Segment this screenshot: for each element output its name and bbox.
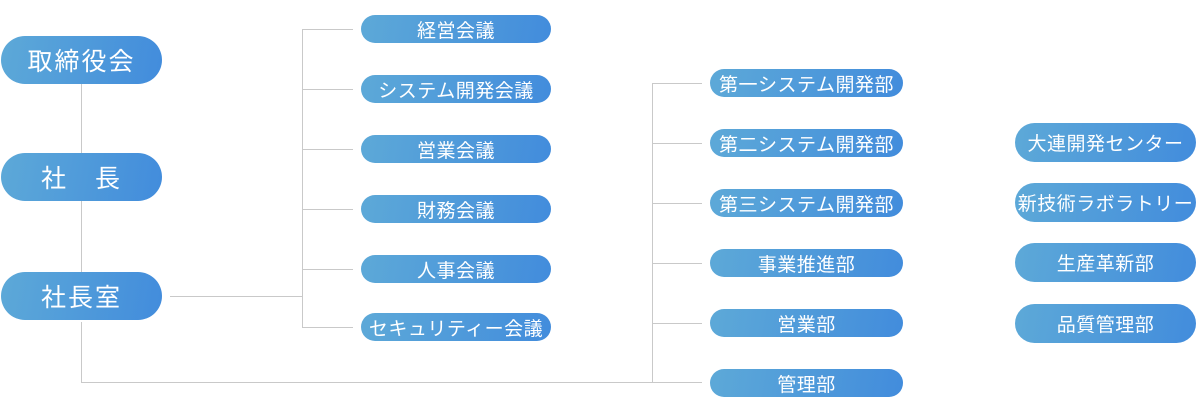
meeting-stub-1	[302, 29, 353, 30]
node-sales-meeting: 営業会議	[361, 135, 551, 163]
department-stub-4	[652, 263, 702, 264]
departments-spine	[652, 83, 653, 382]
node-hr-meeting: 人事会議	[361, 255, 551, 283]
node-system-dev-meeting: システム開発会議	[361, 75, 551, 103]
node-admin-dept: 管理部	[710, 369, 903, 397]
node-new-tech-laboratory: 新技術ラボラトリー	[1015, 183, 1196, 222]
node-management-meeting: 経営会議	[361, 15, 551, 43]
department-stub-5	[652, 323, 702, 324]
connector-board-to-president	[81, 84, 82, 153]
connector-office-drop	[81, 322, 82, 383]
node-security-meeting: セキュリティー会議	[361, 313, 551, 341]
node-system-dev-dept-1: 第一システム開発部	[710, 69, 903, 97]
node-system-dev-dept-3: 第三システム開発部	[710, 189, 903, 217]
node-president: 社 長	[1, 153, 162, 201]
node-finance-meeting: 財務会議	[361, 195, 551, 223]
node-business-promotion-dept: 事業推進部	[710, 249, 903, 277]
node-presidents-office: 社長室	[1, 272, 162, 320]
node-sales-dept: 営業部	[710, 309, 903, 337]
node-quality-control-dept: 品質管理部	[1015, 304, 1196, 343]
node-board-of-directors: 取締役会	[1, 36, 162, 84]
node-system-dev-dept-2: 第二システム開発部	[710, 129, 903, 157]
meeting-stub-3	[302, 149, 353, 150]
department-stub-1	[652, 83, 702, 84]
meeting-stub-5	[302, 269, 353, 270]
meeting-stub-6	[302, 327, 353, 328]
meeting-stub-4	[302, 209, 353, 210]
department-stub-2	[652, 143, 702, 144]
meeting-stub-2	[302, 89, 353, 90]
connector-president-to-office	[81, 201, 82, 272]
connector-office-to-meetings	[170, 296, 302, 297]
node-dalian-dev-center: 大連開発センター	[1015, 123, 1196, 162]
department-stub-3	[652, 203, 702, 204]
connector-bottom-rail	[81, 382, 702, 383]
meetings-spine	[302, 29, 303, 327]
node-production-innovation-dept: 生産革新部	[1015, 243, 1196, 282]
